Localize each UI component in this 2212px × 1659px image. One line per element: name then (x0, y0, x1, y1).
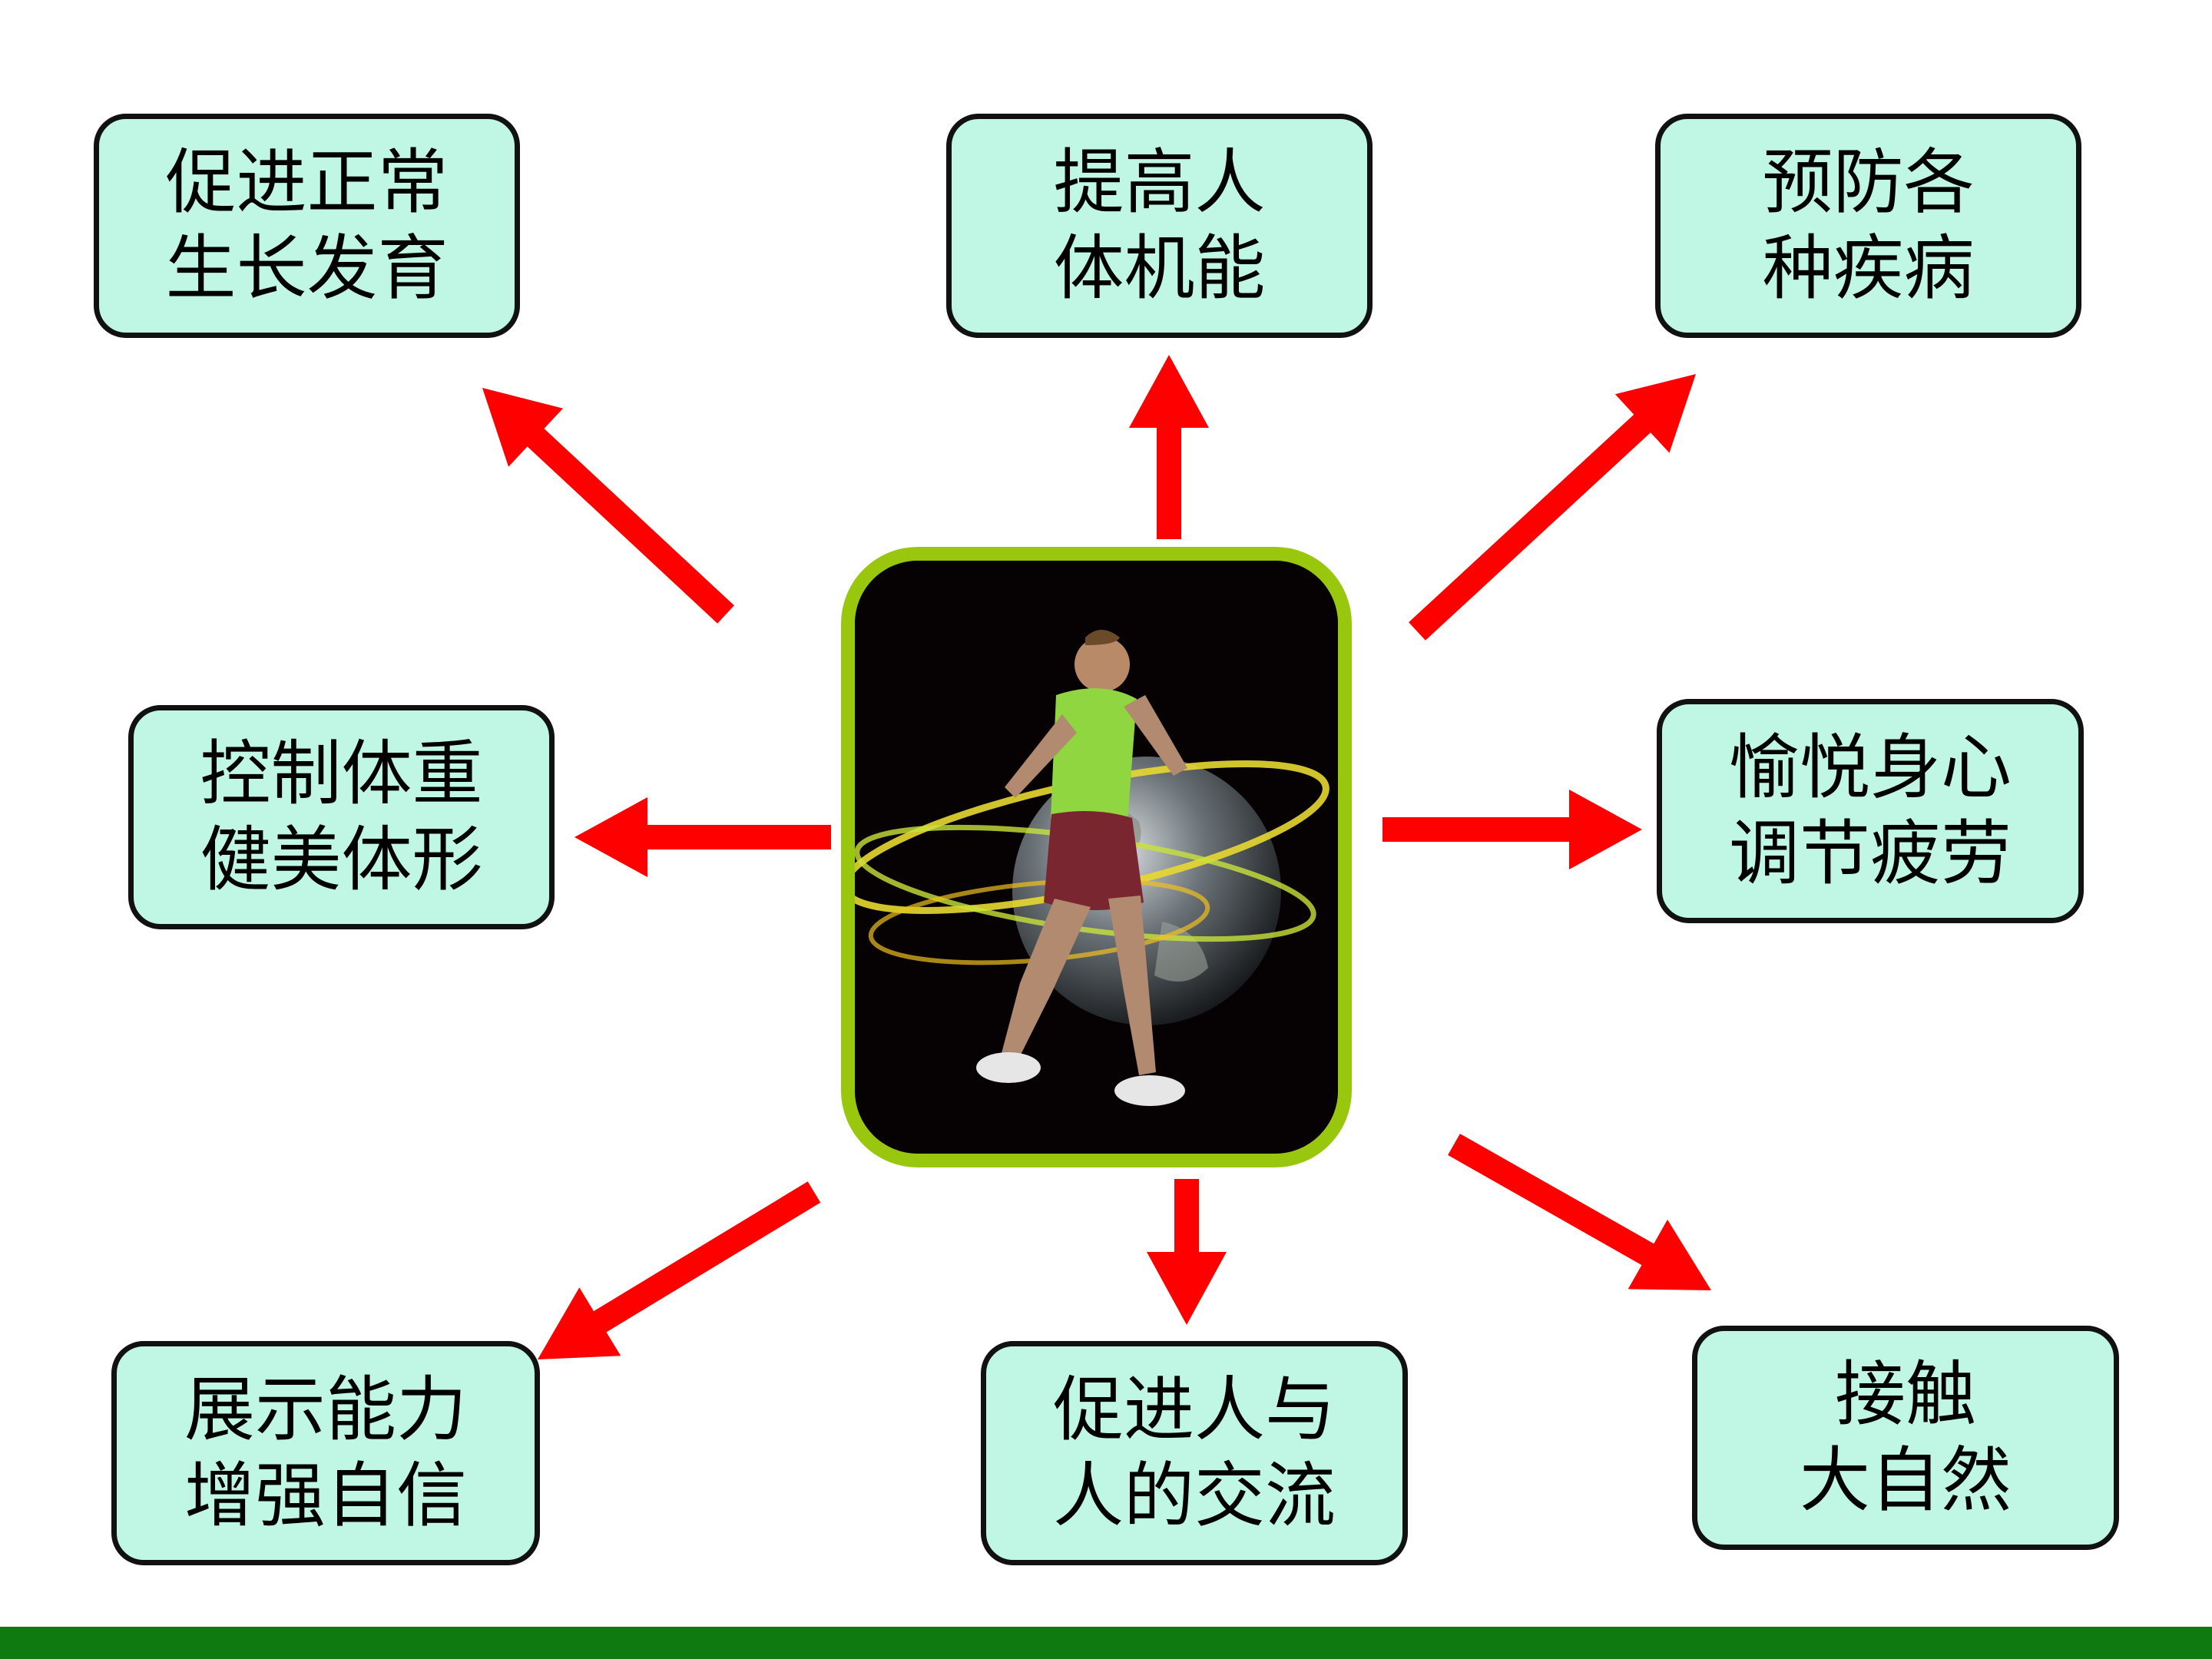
benefit-box-middle-left: 控制体重 健美体形 (128, 705, 555, 929)
arrow-to-top-left (482, 388, 734, 624)
benefit-line-2: 种疾病 (1762, 226, 1974, 312)
benefit-line-2: 人的交流 (1053, 1453, 1336, 1539)
benefit-line-2: 生长发育 (165, 226, 448, 312)
benefit-line-2: 体机能 (1053, 226, 1265, 312)
benefit-line-1: 控制体重 (200, 731, 482, 817)
arrow-to-top-center (1129, 355, 1209, 539)
benefit-line-2: 健美体形 (200, 817, 482, 903)
benefit-line-2: 大自然 (1800, 1438, 2012, 1524)
center-image-frame (841, 547, 1352, 1167)
benefit-line-1: 促进正常 (165, 140, 448, 226)
benefit-line-1: 预防各 (1762, 140, 1974, 226)
benefit-line-2: 调节疲劳 (1729, 811, 2012, 897)
benefit-line-1: 愉悦身心 (1729, 725, 2012, 811)
benefit-box-top-center: 提高人 体机能 (946, 114, 1373, 338)
arrow-to-top-right (1409, 374, 1696, 641)
benefit-box-bottom-right: 接触 大自然 (1692, 1326, 2119, 1550)
benefit-line-1: 提高人 (1053, 140, 1265, 226)
arrow-to-middle-left (575, 797, 831, 877)
benefit-box-bottom-center: 促进人与 人的交流 (981, 1341, 1408, 1565)
arrow-to-bottom-right (1448, 1134, 1711, 1290)
benefit-box-bottom-left: 展示能力 增强自信 (111, 1341, 540, 1565)
bottom-bar (0, 1627, 2212, 1659)
benefit-box-middle-right: 愉悦身心 调节疲劳 (1657, 699, 2084, 923)
benefit-line-2: 增强自信 (184, 1453, 467, 1539)
runner-earth-icon (855, 561, 1338, 1154)
benefit-box-top-left: 促进正常 生长发育 (94, 114, 520, 338)
benefit-line-1: 促进人与 (1053, 1367, 1336, 1453)
arrow-to-middle-right (1382, 790, 1642, 869)
benefit-box-top-right: 预防各 种疾病 (1655, 114, 2081, 338)
benefit-line-1: 接触 (1835, 1352, 1976, 1438)
arrow-to-bottom-center (1147, 1179, 1227, 1325)
arrow-to-bottom-left (538, 1181, 820, 1359)
benefit-line-1: 展示能力 (184, 1367, 467, 1453)
